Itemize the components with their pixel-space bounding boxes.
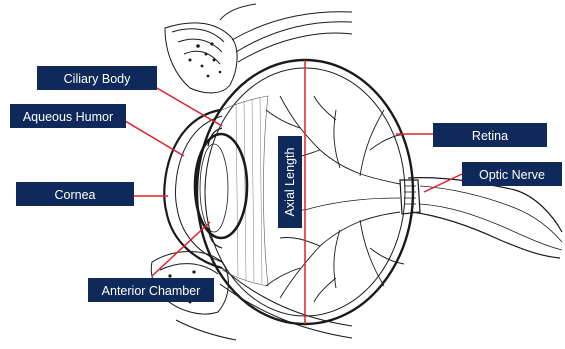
- label-cornea: Cornea: [16, 182, 134, 206]
- label-anterior-chamber-text: Anterior Chamber: [102, 284, 201, 298]
- label-axial-length: Axial Length: [278, 136, 302, 228]
- optic-nerve-shape: [400, 178, 562, 258]
- label-optic-nerve-text: Optic Nerve: [479, 168, 545, 182]
- lens: [195, 134, 247, 238]
- label-aqueous-humor-text: Aqueous Humor: [23, 110, 113, 124]
- ciliary-body-shape: [222, 96, 268, 286]
- label-aqueous-humor: Aqueous Humor: [10, 104, 126, 128]
- label-cornea-text: Cornea: [55, 188, 96, 202]
- upper-eyelid: [165, 4, 352, 93]
- label-ciliary-body: Ciliary Body: [37, 66, 157, 90]
- label-axial-length-text: Axial Length: [283, 148, 297, 217]
- label-retina: Retina: [433, 123, 547, 147]
- label-anterior-chamber: Anterior Chamber: [88, 278, 214, 302]
- label-ciliary-body-text: Ciliary Body: [64, 72, 131, 86]
- label-retina-text: Retina: [472, 129, 508, 143]
- label-optic-nerve: Optic Nerve: [462, 162, 562, 186]
